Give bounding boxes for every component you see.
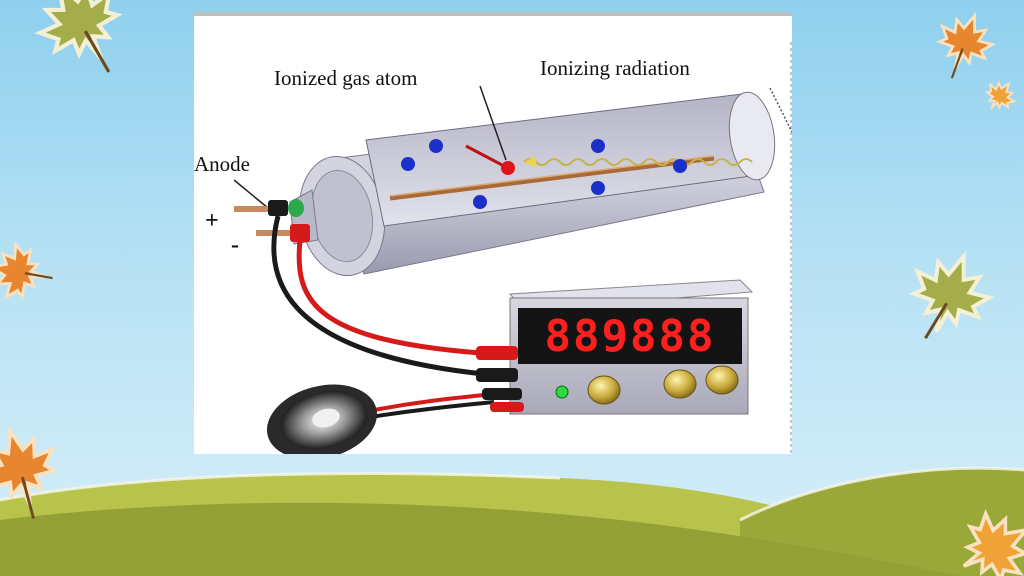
red-wire — [296, 239, 495, 357]
maple-leaf-icon — [978, 74, 1022, 118]
maple-leaf-icon — [0, 420, 67, 519]
maple-leaf-icon — [898, 241, 1002, 347]
maple-leaf-icon — [929, 5, 1001, 79]
speaker-icon — [266, 384, 378, 454]
label-ionizing-radiation: Ionizing radiation — [540, 56, 690, 80]
label-ionized-gas-atom: Ionized gas atom — [274, 66, 418, 90]
black-wire — [271, 215, 485, 377]
knob-icon[interactable] — [705, 365, 739, 395]
geiger-counter-diagram: 889888 Ionized gas atom Ionizing radiati… — [194, 12, 792, 454]
label-minus: - — [231, 232, 239, 258]
label-plus: + — [205, 208, 219, 234]
knob-icon[interactable] — [663, 369, 697, 399]
led-icon — [555, 385, 569, 399]
hill-front — [0, 502, 960, 576]
maple-leaf-icon — [0, 239, 53, 305]
label-anode: Anode — [194, 152, 250, 176]
blue-ions — [401, 139, 687, 209]
knob-icon[interactable] — [587, 375, 621, 405]
maple-leaf-icon — [24, 0, 143, 92]
counter-display: 889888 — [524, 310, 736, 362]
geiger-tube — [289, 91, 776, 277]
label-pointer-anode — [233, 179, 269, 209]
display-digits: 889888 — [544, 310, 716, 362]
label-pointer-atom — [479, 85, 507, 161]
counter-unit — [476, 279, 754, 415]
ionized-gas-atom — [465, 144, 515, 175]
radiation-path — [523, 158, 753, 166]
